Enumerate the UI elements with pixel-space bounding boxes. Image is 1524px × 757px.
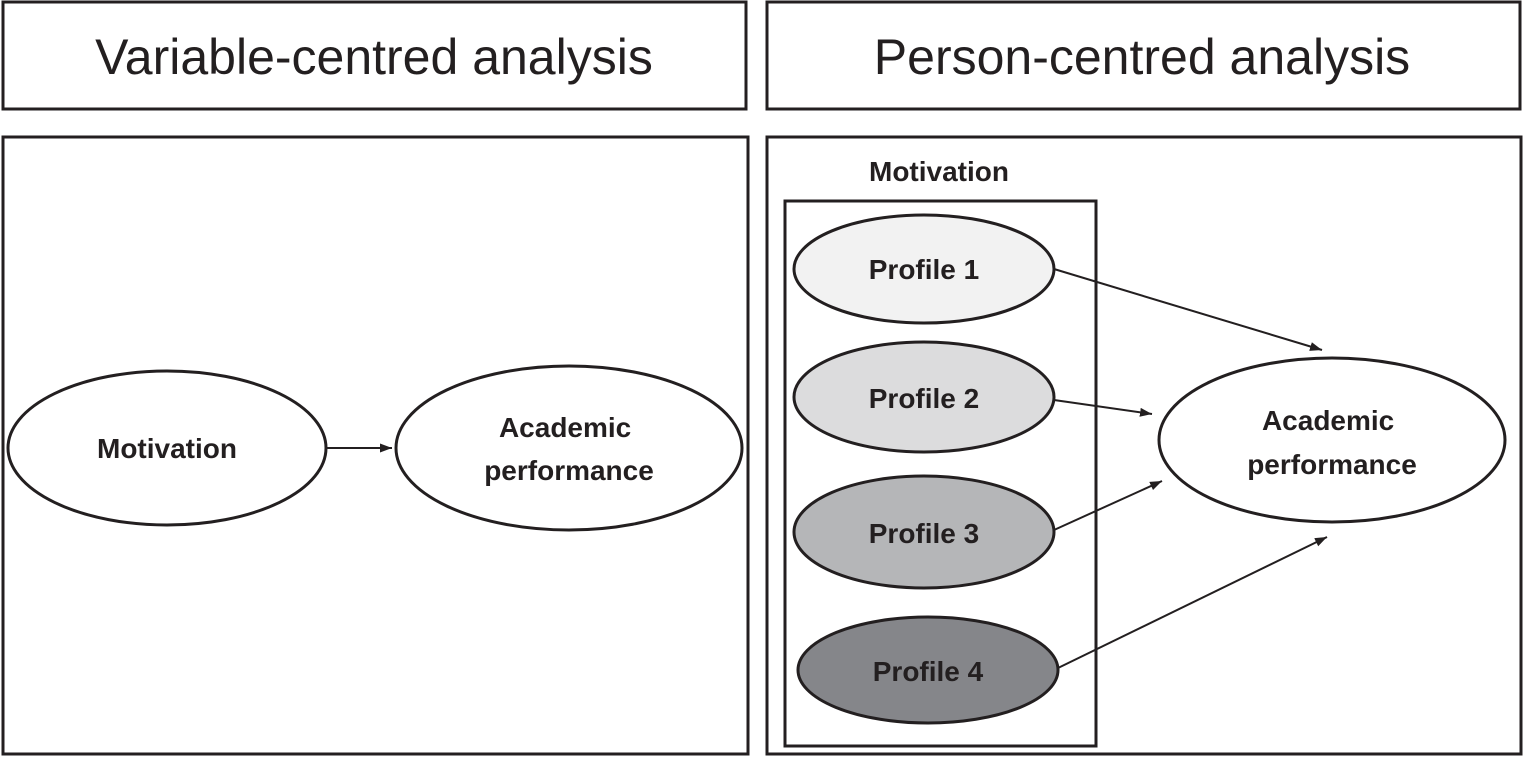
profile-4-ellipse xyxy=(796,615,1060,725)
right-title: Person-centred analysis xyxy=(874,29,1410,85)
profile-3-label: Profile 3 xyxy=(869,518,979,549)
academic-performance-right-line2: performance xyxy=(1247,449,1417,480)
variable-centred-panel: Motivation Academic performance xyxy=(1,135,750,756)
left-title-panel: Variable-centred analysis xyxy=(1,0,748,111)
motivation-group-label: Motivation xyxy=(869,156,1009,187)
profile-2-ellipse xyxy=(792,340,1056,454)
academic-performance-node-left: Academic performance xyxy=(394,364,744,532)
academic-performance-line2: performance xyxy=(484,455,654,486)
profile-3-arrow xyxy=(1053,480,1163,531)
academic-performance-label-right: Academic performance xyxy=(1247,405,1417,480)
profile-1-arrow xyxy=(1053,268,1323,351)
profile-2-arrow xyxy=(1053,399,1153,417)
profile-1-label: Profile 1 xyxy=(869,254,979,285)
profile-3-node: Profile 3 xyxy=(792,474,1056,590)
profile-1-node: Profile 1 xyxy=(792,213,1056,325)
profile-3-ellipse xyxy=(792,474,1056,590)
profile-2-node: Profile 2 xyxy=(792,340,1056,454)
left-title: Variable-centred analysis xyxy=(95,29,653,85)
profile-4-node: Profile 4 xyxy=(796,615,1060,725)
right-title-panel: Person-centred analysis xyxy=(765,0,1522,111)
profile-4-arrow xyxy=(1057,536,1328,669)
motivation-node: Motivation xyxy=(6,369,328,527)
academic-performance-line1: Academic xyxy=(499,412,631,443)
academic-performance-label-left: Academic performance xyxy=(484,412,654,486)
motivation-label: Motivation xyxy=(97,433,237,464)
person-centred-panel: Motivation Profile 1 Profile 2 Profile 3… xyxy=(765,135,1523,756)
profile-4-label: Profile 4 xyxy=(873,656,984,687)
profile-2-label: Profile 2 xyxy=(869,383,979,414)
academic-performance-node-right: Academic performance xyxy=(1157,356,1507,524)
academic-performance-right-line1: Academic xyxy=(1262,405,1394,436)
